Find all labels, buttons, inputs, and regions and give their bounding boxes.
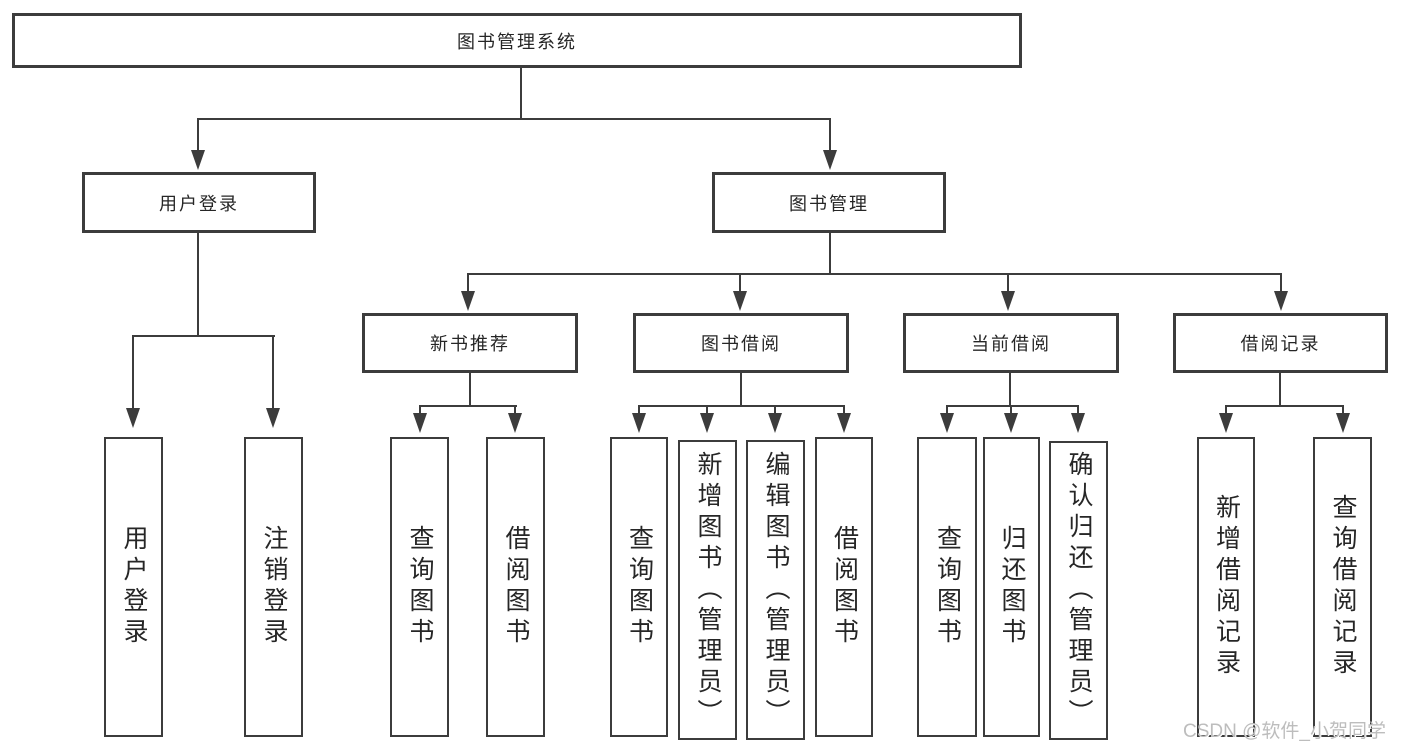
connector-line xyxy=(197,118,199,152)
arrowhead-down xyxy=(1274,291,1288,311)
csdn-watermark: CSDN @软件_小贺同学 xyxy=(1183,721,1386,742)
leaf-confirm-return-admin: 确认归还（管理员） xyxy=(1049,441,1108,740)
connector-line xyxy=(740,373,742,407)
connector-line xyxy=(1077,405,1079,415)
leaf-label: 查询图书 xyxy=(625,525,654,649)
leaf-query-books-current: 查询图书 xyxy=(917,437,977,737)
connector-line xyxy=(419,405,421,415)
arrowhead-down xyxy=(632,413,646,433)
arrowhead-down xyxy=(461,291,475,311)
node-label: 图书管理 xyxy=(789,193,869,214)
connector-line xyxy=(638,405,640,415)
connector-line xyxy=(197,233,199,337)
connector-line xyxy=(272,335,274,410)
connector-line xyxy=(1280,273,1282,293)
leaf-user-login: 用户登录 xyxy=(104,437,163,737)
leaf-label: 借阅图书 xyxy=(502,525,530,649)
connector-line xyxy=(1342,405,1344,415)
arrowhead-down xyxy=(191,150,205,170)
node-label: 新书推荐 xyxy=(430,334,510,354)
arrowhead-down xyxy=(1219,413,1233,433)
connector-line xyxy=(469,373,471,407)
connector-line xyxy=(1279,373,1281,407)
arrowhead-down xyxy=(413,413,427,433)
connector-line xyxy=(467,273,1282,275)
connector-line xyxy=(419,405,517,407)
node-label: 借阅记录 xyxy=(1240,334,1321,354)
arrowhead-down xyxy=(1001,291,1015,311)
node-library-management-system: 图书管理系统 xyxy=(12,13,1022,68)
leaf-label: 查询图书 xyxy=(406,525,434,649)
node-label: 用户登录 xyxy=(159,193,239,214)
connector-line xyxy=(774,405,776,415)
leaf-borrow-books-borrowing: 借阅图书 xyxy=(815,437,873,737)
arrowhead-down xyxy=(1336,413,1350,433)
connector-line xyxy=(197,118,831,120)
leaf-add-books-admin: 新增图书（管理员） xyxy=(678,440,737,740)
node-current-borrowing: 当前借阅 xyxy=(903,313,1119,373)
leaf-label: 用户登录 xyxy=(120,525,148,649)
leaf-edit-books-admin: 编辑图书（管理员） xyxy=(746,440,805,740)
node-label: 图书借阅 xyxy=(701,334,781,354)
node-label: 当前借阅 xyxy=(971,334,1051,354)
arrowhead-down xyxy=(733,291,747,311)
leaf-logout: 注销登录 xyxy=(244,437,303,737)
connector-line xyxy=(132,335,134,410)
node-new-book-recommendation: 新书推荐 xyxy=(362,313,578,373)
leaf-label: 编辑图书（管理员） xyxy=(762,450,790,730)
connector-line xyxy=(1010,405,1012,415)
connector-line xyxy=(829,233,831,274)
connector-line xyxy=(1225,405,1344,407)
arrowhead-down xyxy=(940,413,954,433)
connector-line xyxy=(514,405,516,415)
leaf-return-books: 归还图书 xyxy=(983,437,1040,737)
leaf-label: 查询图书 xyxy=(933,525,962,649)
leaf-label: 借阅图书 xyxy=(830,525,859,649)
leaf-label: 新增借阅记录 xyxy=(1212,494,1241,680)
leaf-label: 归还图书 xyxy=(998,525,1026,649)
node-borrowing-records: 借阅记录 xyxy=(1173,313,1388,373)
arrowhead-down xyxy=(508,413,522,433)
connector-line xyxy=(829,118,831,152)
leaf-borrow-books-recommend: 借阅图书 xyxy=(486,437,545,737)
connector-line xyxy=(946,405,1079,407)
arrowhead-down xyxy=(266,408,280,428)
connector-line xyxy=(1007,273,1009,293)
connector-line xyxy=(946,405,948,415)
connector-line xyxy=(1009,373,1011,407)
connector-line xyxy=(1225,405,1227,415)
arrowhead-down xyxy=(1071,413,1085,433)
node-user-login: 用户登录 xyxy=(82,172,316,233)
leaf-query-books-recommend: 查询图书 xyxy=(390,437,449,737)
node-book-management: 图书管理 xyxy=(712,172,946,233)
arrowhead-down xyxy=(768,413,782,433)
arrowhead-down xyxy=(837,413,851,433)
leaf-label: 查询借阅记录 xyxy=(1329,494,1357,680)
leaf-add-borrow-record: 新增借阅记录 xyxy=(1197,437,1255,737)
connector-line xyxy=(132,335,275,337)
node-book-borrowing: 图书借阅 xyxy=(633,313,849,373)
leaf-query-books-borrowing: 查询图书 xyxy=(610,437,668,737)
connector-line xyxy=(520,68,522,119)
connector-line xyxy=(467,273,469,293)
arrowhead-down xyxy=(1004,413,1018,433)
arrowhead-down xyxy=(700,413,714,433)
connector-line xyxy=(739,273,741,293)
arrowhead-down xyxy=(126,408,140,428)
connector-line xyxy=(843,405,845,415)
node-label: 图书管理系统 xyxy=(457,31,577,52)
leaf-label: 确认归还（管理员） xyxy=(1065,451,1093,730)
leaf-label: 新增图书（管理员） xyxy=(694,450,722,730)
connector-line xyxy=(706,405,708,415)
leaf-query-borrow-record: 查询借阅记录 xyxy=(1313,437,1372,737)
arrowhead-down xyxy=(823,150,837,170)
connector-line xyxy=(638,405,845,407)
leaf-label: 注销登录 xyxy=(260,525,288,649)
